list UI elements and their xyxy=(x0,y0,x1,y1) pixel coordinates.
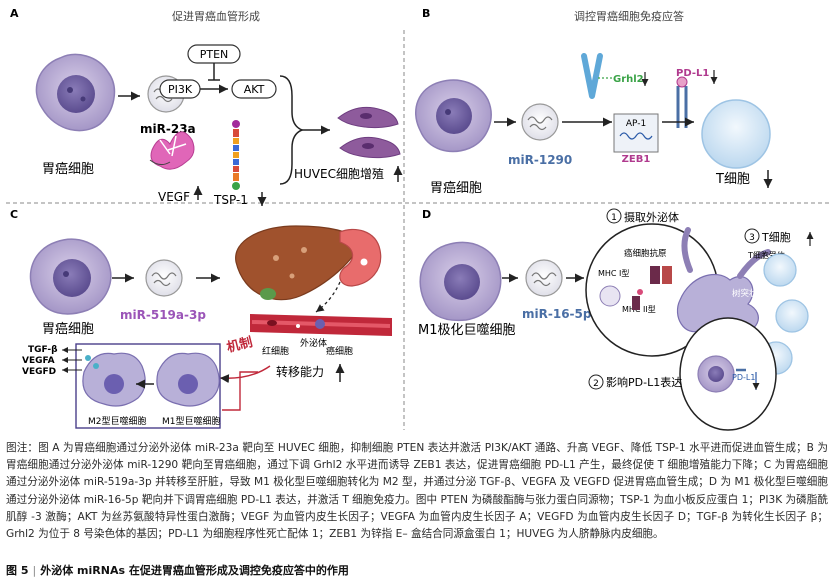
panel-c-mirna-label: miR-519a-3p xyxy=(120,308,206,322)
panel-b: B 调控胃癌细胞免疫应答 胃癌细胞 miR-1290 Grhl2 AP-1 ZE… xyxy=(415,7,773,196)
step1-number: 1 xyxy=(611,213,617,223)
pi3k-label: PI3K xyxy=(168,83,193,96)
pten-label: PTEN xyxy=(200,48,229,61)
panel-c: C 胃癌细胞 miR-519a-3p xyxy=(10,208,392,429)
vegf-protein-icon xyxy=(149,131,195,170)
figure-number: 图 5 xyxy=(6,564,29,577)
tsp1-protein-icon xyxy=(232,120,240,190)
mechanism-connector xyxy=(222,371,258,411)
panel-b-cell-label: 胃癌细胞 xyxy=(430,180,482,196)
cancer-cell-label: 癌细胞 xyxy=(326,345,353,357)
exosome-icon xyxy=(525,259,563,297)
panel-d-cell-label: M1极化巨噬细胞 xyxy=(418,323,516,338)
chromosome-icon xyxy=(581,53,603,99)
macrophage-frame xyxy=(75,343,221,429)
pdl1-label: PD-L1 xyxy=(676,68,709,79)
figure-illustration: A 促进胃癌血管形成 胃癌细胞 miR-23a PTEN PI3K AKT xyxy=(6,7,830,431)
blood-vessel-icon xyxy=(250,314,392,336)
stomach-icon xyxy=(339,228,382,287)
m1-macrophage-icon xyxy=(156,352,220,407)
nucleus-box xyxy=(613,113,659,153)
step2-label: 影响PD-L1表达 xyxy=(606,375,682,389)
panel-c-letter: C xyxy=(10,208,18,221)
panel-d-letter: D xyxy=(422,208,431,221)
mechanism-label: 机制 xyxy=(225,334,254,356)
zeb1-label: ZEB1 xyxy=(622,154,651,165)
huvec-label: HUVEC细胞增殖 xyxy=(294,166,384,181)
exosome-label: 外泌体 xyxy=(300,337,327,349)
antigen-label: 癌细胞抗原 xyxy=(624,248,667,259)
panel-b-letter: B xyxy=(422,7,430,20)
gastric-cancer-cell-icon xyxy=(29,238,112,315)
m1-macrophage-cell-icon xyxy=(419,241,502,322)
rbc-label: 红细胞 xyxy=(262,345,289,357)
akt-box xyxy=(231,79,277,99)
panel-a: A 促进胃癌血管形成 胃癌细胞 miR-23a PTEN PI3K AKT xyxy=(10,7,403,207)
m2-macrophage-icon xyxy=(82,352,146,407)
m1-label: M1型巨噬细胞 xyxy=(162,415,221,427)
tgf-label: TGF-β xyxy=(28,345,58,355)
vegfd-label: VEGFD xyxy=(22,367,56,377)
curved-arrow xyxy=(219,365,271,384)
dc-label: 树突状细胞 xyxy=(732,288,775,299)
step3-number: 3 xyxy=(749,233,755,243)
m2-label: M2型巨噬细胞 xyxy=(88,415,147,427)
step2-number: 2 xyxy=(593,379,599,389)
step2-badge xyxy=(588,374,604,390)
tsp1-label: TSP-1 xyxy=(213,193,248,207)
pdl1-receptor-icon xyxy=(676,76,688,128)
exosome-icon xyxy=(145,259,183,297)
step1-badge xyxy=(606,208,622,224)
step3-label: T细胞 xyxy=(761,231,791,244)
figure-title: 图 5|外泌体 miRNAs 在促进胃癌血管形成及调控免疫应答中的作用 xyxy=(6,563,828,579)
figure-caption: 图注：图 A 为胃癌细胞通过分泌外泌体 miR-23a 靶向至 HUVEC 细胞… xyxy=(6,442,828,541)
t-cell-icon xyxy=(701,99,771,169)
dashed-arrow xyxy=(315,281,341,313)
panel-a-letter: A xyxy=(10,7,19,20)
vegfa-label: VEGFA xyxy=(22,356,55,366)
pdl1-label: PD-L1 xyxy=(732,373,755,382)
antigen-cell-icon xyxy=(599,266,672,310)
panel-c-cell-label: 胃癌细胞 xyxy=(42,321,94,337)
secretion-dot xyxy=(85,355,91,361)
ap1-label: AP-1 xyxy=(626,119,646,129)
panel-b-title: 调控胃癌细胞免疫应答 xyxy=(574,9,684,23)
gastric-cancer-cell-icon xyxy=(35,53,116,132)
title-separator: | xyxy=(32,564,37,577)
figure-title-text: 外泌体 miRNAs 在促进胃癌血管形成及调控免疫应答中的作用 xyxy=(40,564,349,577)
step1-label: 摄取外泌体 xyxy=(624,210,679,224)
gastric-cancer-cell-icon xyxy=(415,79,492,153)
exosome-icon xyxy=(521,103,559,141)
mhc1-label: MHC I型 xyxy=(598,269,629,278)
huvec-cell-icon xyxy=(337,106,401,159)
panel-d: D M1极化巨噬细胞 miR-16-5p 1 摄取外泌体 癌细胞抗原 MHC I… xyxy=(418,208,814,431)
metastasis-label: 转移能力 xyxy=(276,364,324,379)
secretion-dot xyxy=(93,363,99,369)
dna-icon xyxy=(619,132,653,140)
panel-d-mirna-label: miR-16-5p xyxy=(522,307,592,321)
panel-a-cell-label: 胃癌细胞 xyxy=(42,161,94,177)
akt-label: AKT xyxy=(244,83,265,96)
step3-badge xyxy=(744,228,760,244)
panel-b-tcell-label: T细胞 xyxy=(715,172,750,187)
vegf-label: VEGF xyxy=(158,190,190,204)
cancer-cell-icon xyxy=(697,355,746,393)
panel-b-mirna-label: miR-1290 xyxy=(508,153,572,167)
panel-a-title: 促进胃癌血管形成 xyxy=(172,9,260,23)
tcr-label: T细胞受体 xyxy=(747,250,785,260)
grhl2-label: Grhl2 xyxy=(613,74,644,85)
